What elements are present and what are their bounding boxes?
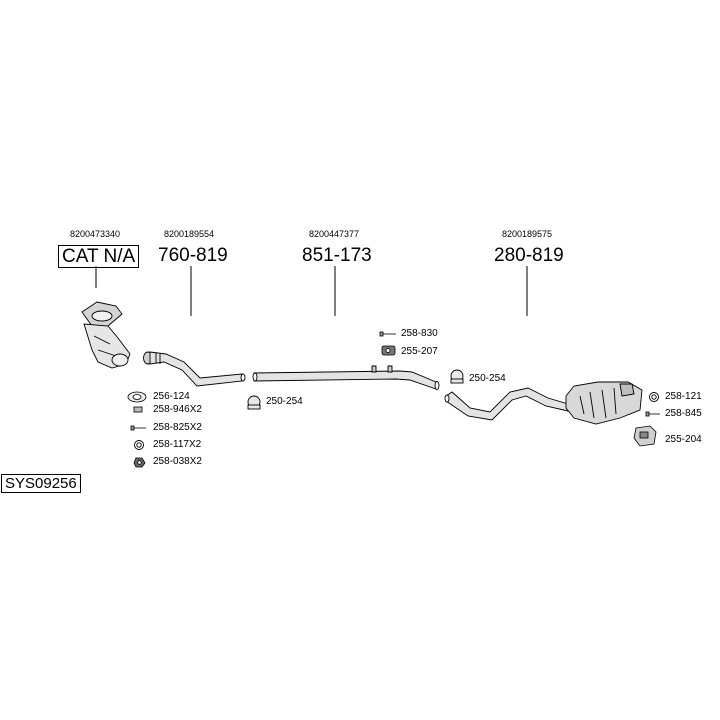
screw-icon: [130, 425, 146, 431]
catalytic-converter-drawing: [81, 301, 131, 369]
system-code: SYS09256: [1, 474, 81, 493]
screw-icon-rear: [645, 411, 660, 417]
part-number-cat: CAT N/A: [58, 245, 140, 268]
fitting-label: 250-254: [266, 396, 303, 407]
clamp-icon: [247, 395, 261, 410]
bolt-icon-rear: [379, 331, 396, 337]
spring-ring-icon: [134, 440, 144, 450]
oe-number-cat: 8200473340: [70, 229, 121, 239]
fitting-label: 258-825X2: [153, 422, 202, 433]
oe-number-middle-pipe: 8200447377: [309, 229, 360, 239]
fitting-label: 255-204: [665, 434, 702, 445]
ring-icon: [649, 392, 659, 402]
fitting-label: 256-124: [153, 391, 190, 402]
fitting-label: 255-207: [401, 346, 438, 357]
fitting-label: 258-121: [665, 391, 702, 402]
gasket-icon: [127, 391, 147, 403]
fitting-label: 258-038X2: [153, 456, 202, 467]
oe-number-rear-silencer: 8200189575: [502, 229, 553, 239]
fitting-label: 258-830: [401, 328, 438, 339]
oe-number-front-pipe: 8200189554: [164, 229, 215, 239]
mounting-bracket-icon: [633, 425, 657, 447]
rear-silencer-drawing: [444, 381, 643, 425]
clamp-icon-rear: [450, 369, 464, 384]
middle-pipe-drawing: [252, 365, 440, 390]
nut-icon: [133, 457, 146, 468]
fitting-label: 250-254: [469, 373, 506, 384]
part-number-front-pipe: 760-819: [158, 245, 228, 266]
fitting-label: 258-946X2: [153, 404, 202, 415]
part-number-rear-silencer: 280-819: [494, 245, 564, 266]
part-number-middle-pipe: 851-173: [302, 245, 372, 266]
fitting-label: 258-845: [665, 408, 702, 419]
fitting-label: 258-117X2: [153, 439, 202, 450]
front-pipe-drawing: [143, 351, 246, 387]
bolt-icon: [133, 406, 143, 413]
rubber-mount-icon: [381, 345, 396, 356]
